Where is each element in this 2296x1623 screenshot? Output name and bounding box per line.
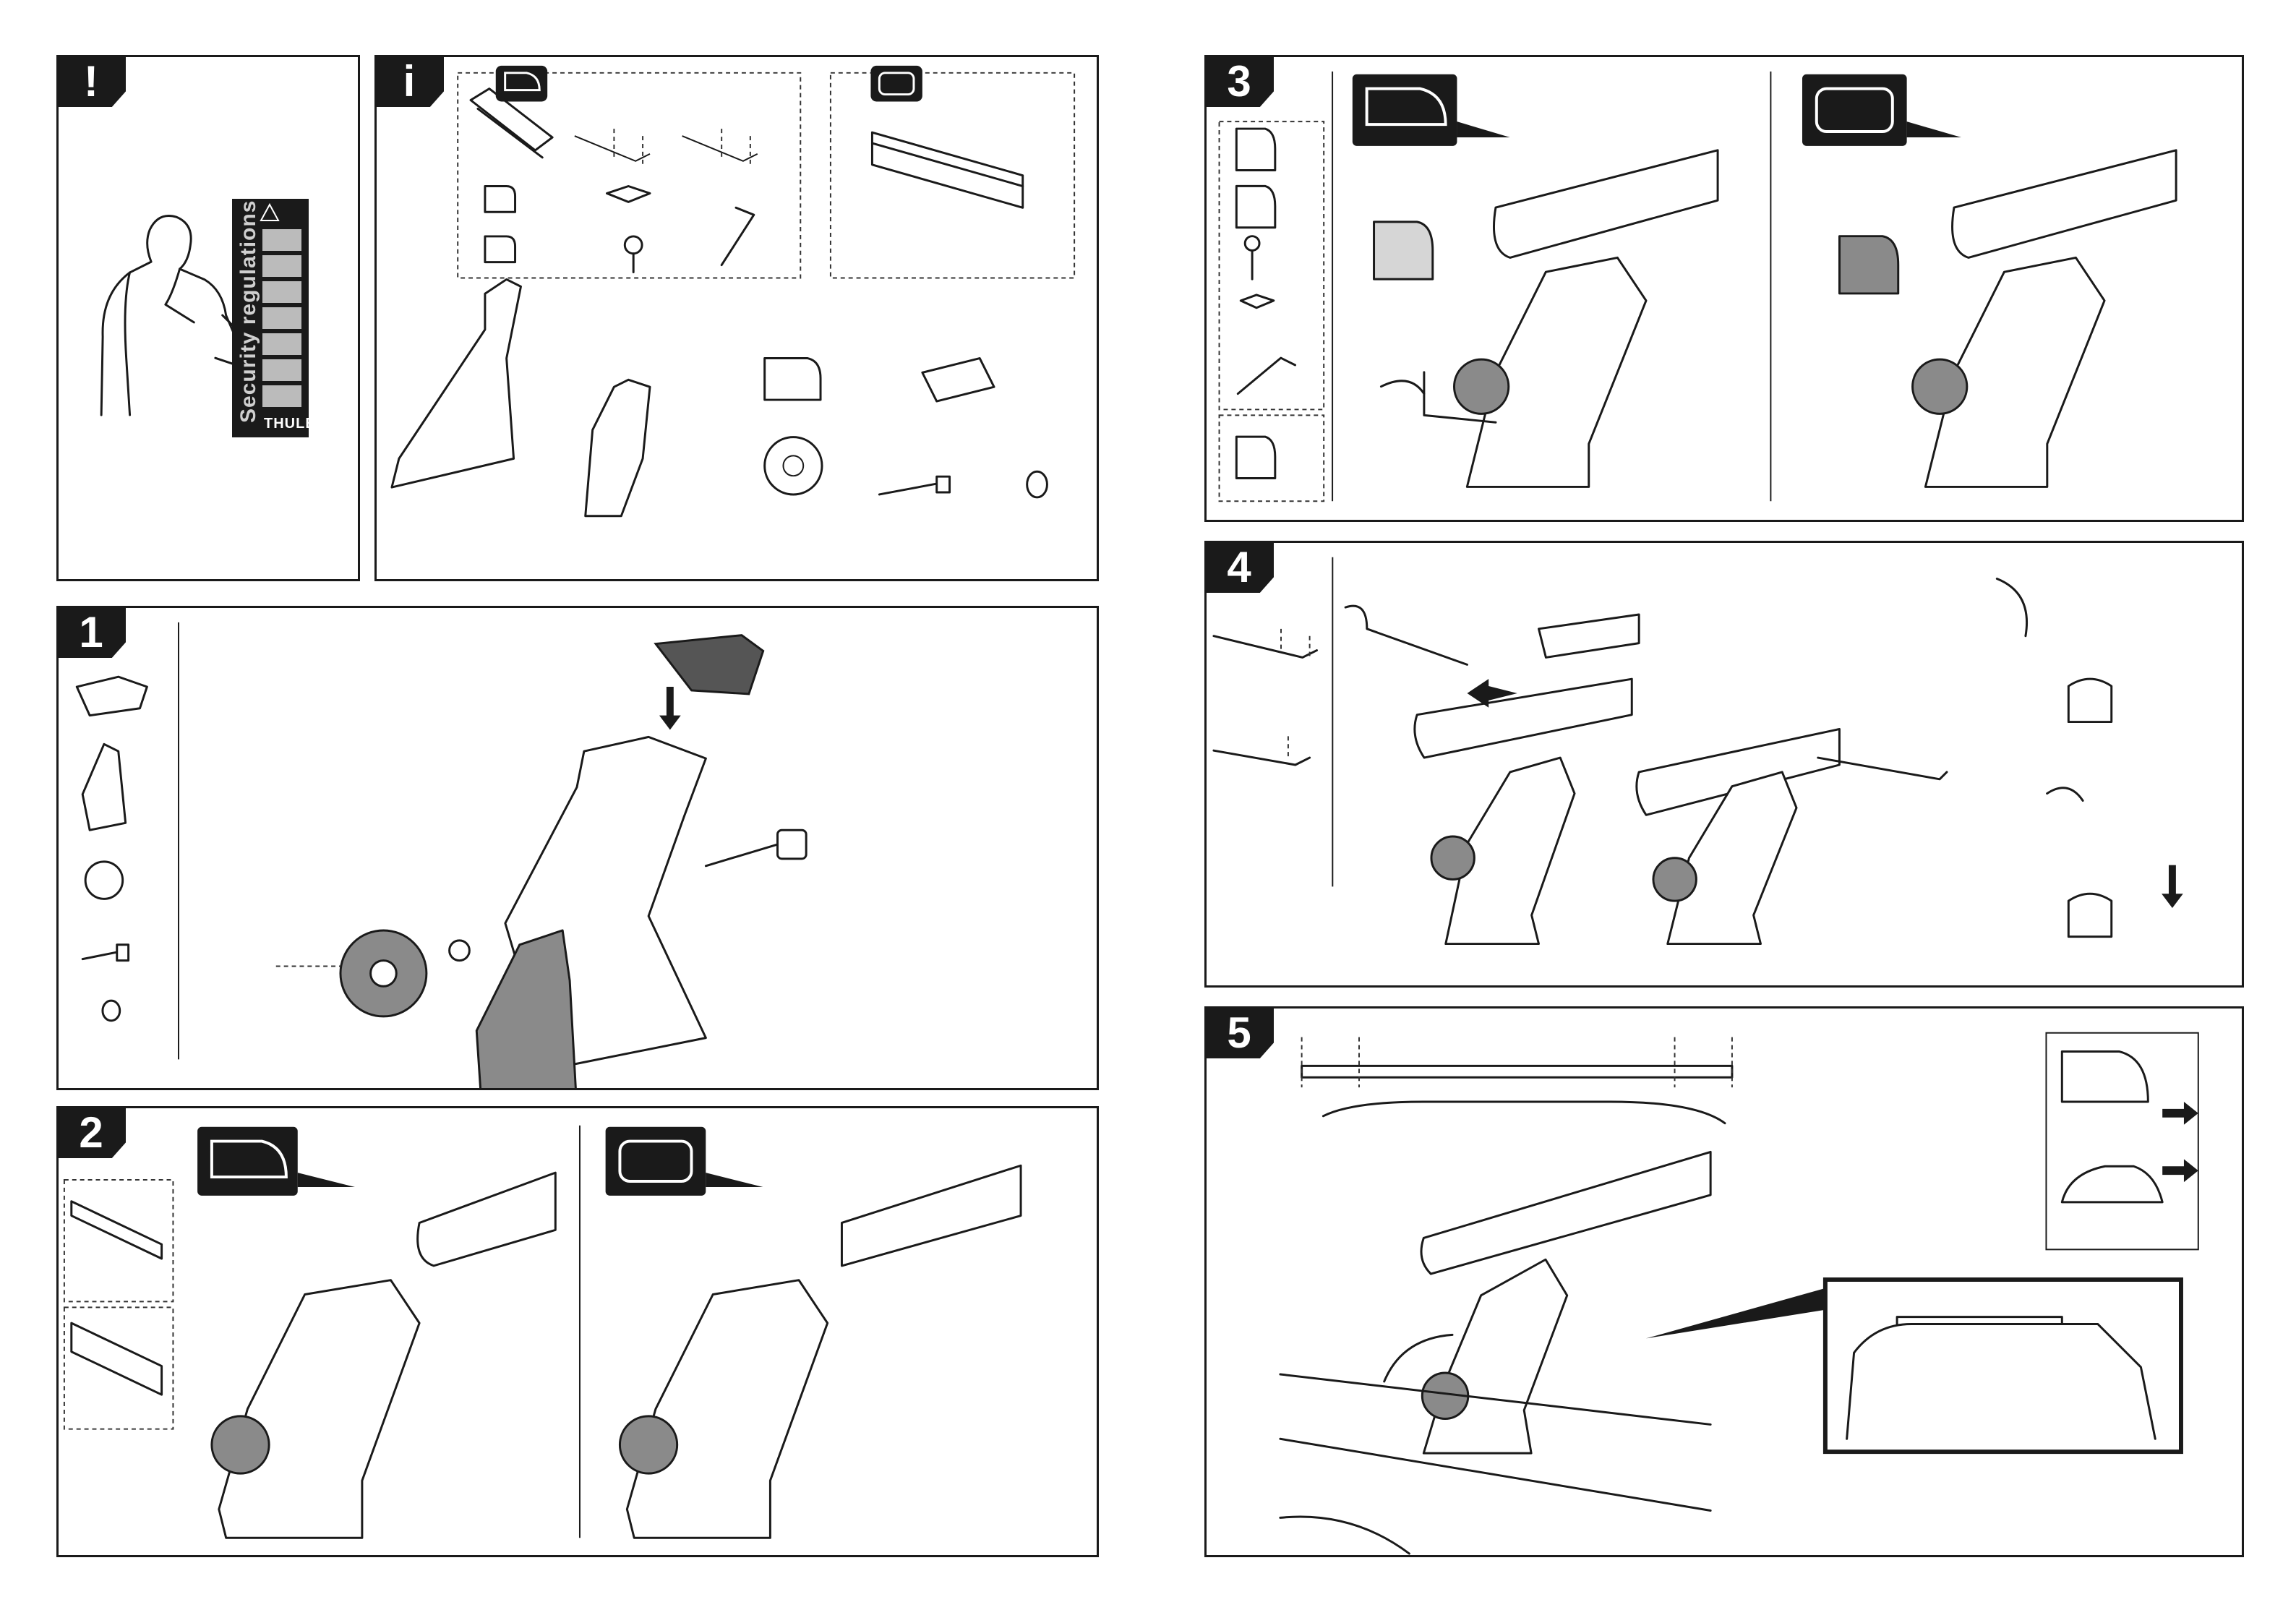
parts-overview-illustration — [377, 57, 1097, 579]
van-roof-detail-inset — [1825, 1280, 2181, 1452]
manual-brand-logo: THULE — [264, 416, 316, 432]
step-3-panel: 3 — [1204, 55, 2244, 522]
slotted-profile-bar-icon — [496, 66, 547, 102]
slotted-profile-bar-icon — [197, 1127, 355, 1196]
arrow-icon — [659, 687, 681, 729]
square-steel-bar-icon — [606, 1127, 763, 1196]
arrow-icon — [2162, 865, 2183, 908]
security-regulations-manual: Security regulations THULE — [232, 199, 309, 437]
square-steel-bar-icon — [1802, 74, 1961, 146]
slotted-profile-bar-icon — [1353, 74, 1510, 146]
step-2-bar-insertion-illustration — [59, 1108, 1097, 1555]
person-reading-manual-illustration — [59, 57, 358, 579]
step-4-panel: 4 — [1204, 541, 2244, 988]
manual-title: Security regulations — [236, 200, 261, 423]
info-panel: i — [374, 55, 1099, 581]
step-5-mounting-illustration — [1207, 1009, 2242, 1555]
rotate-arrow-icon — [1381, 381, 1423, 394]
step-4-rubber-strip-cutting-illustration — [1207, 543, 2242, 985]
step-3-end-cap-illustration — [1207, 57, 2242, 520]
step-2-panel: 2 — [56, 1106, 1099, 1557]
step-1-panel: 1 — [56, 606, 1099, 1090]
step-5-panel: 5 — [1204, 1006, 2244, 1557]
step-1-assembly-illustration — [59, 608, 1097, 1088]
square-steel-bar-icon — [870, 66, 922, 102]
warning-triangle-icon — [261, 205, 278, 220]
warning-panel: ! Security regulations THULE — [56, 55, 360, 581]
